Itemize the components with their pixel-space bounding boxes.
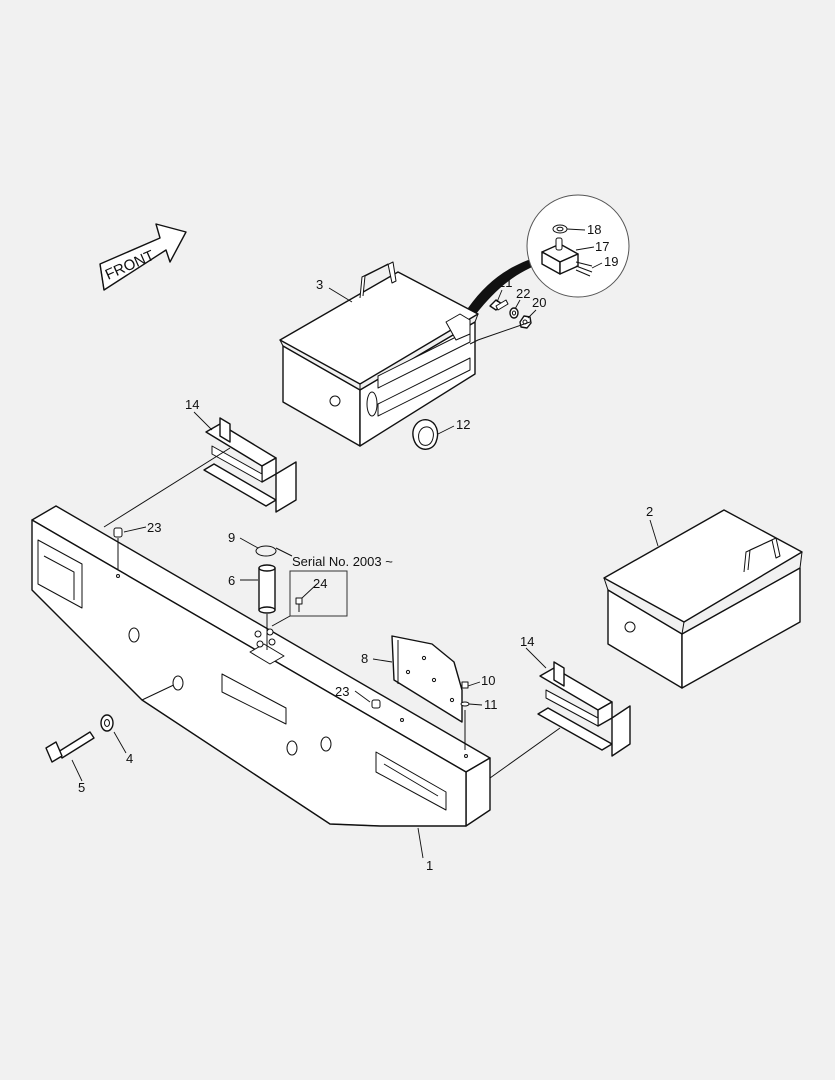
callout-20: 20: [532, 295, 546, 310]
washer-22: [509, 307, 519, 319]
callout-3: 3: [316, 277, 323, 292]
callout-12: 12: [456, 417, 470, 432]
serial-note: Serial No. 2003 ~: [292, 554, 393, 569]
callout-21: 21: [498, 275, 512, 290]
callout-2: 2: [646, 504, 653, 519]
callout-19: 19: [604, 254, 618, 269]
callout-6: 6: [228, 573, 235, 588]
callout-11: 11: [484, 697, 498, 712]
callout-23-left: 23: [147, 520, 161, 535]
clip-9: [255, 545, 293, 557]
bracket-14-left: [203, 417, 297, 513]
callout-14-right: 14: [520, 634, 534, 649]
callout-10: 10: [481, 673, 495, 688]
bolt-5: [45, 731, 95, 763]
bracket-14-right: [537, 661, 631, 757]
callout-24: 24: [313, 576, 327, 591]
callout-14-left: 14: [185, 397, 199, 412]
callout-18: 18: [587, 222, 601, 237]
detail-circle: [468, 194, 630, 314]
front-arrow-icon: FRONT: [99, 223, 187, 291]
serial-note-box: Serial No. 2003 ~: [289, 554, 393, 617]
tool-box-upper: [279, 261, 479, 447]
callout-4: 4: [126, 751, 133, 766]
pin-6: [258, 564, 276, 614]
pin-23-left: [113, 527, 123, 538]
callout-23-right: 23: [335, 684, 349, 699]
callout-1: 1: [426, 858, 433, 873]
callout-9: 9: [228, 530, 235, 545]
hardware-cluster: [254, 628, 276, 648]
grommet-12: [412, 419, 439, 450]
callout-5: 5: [78, 780, 85, 795]
washer-11: [460, 701, 470, 707]
bolt-21: [489, 299, 509, 311]
washer-4: [100, 714, 114, 732]
tool-box-right: [603, 509, 803, 689]
plate-8: [391, 635, 463, 723]
callout-22: 22: [516, 286, 530, 301]
pin-23-right: [371, 699, 381, 709]
bolt-10: [461, 681, 469, 689]
leader-lines: [71, 228, 659, 859]
callout-8: 8: [361, 651, 368, 666]
callout-17: 17: [595, 239, 609, 254]
callout-numbers: 1 2 3 4 5 6 8 9 10 11 12 14 14 17 18 19 …: [78, 222, 653, 873]
